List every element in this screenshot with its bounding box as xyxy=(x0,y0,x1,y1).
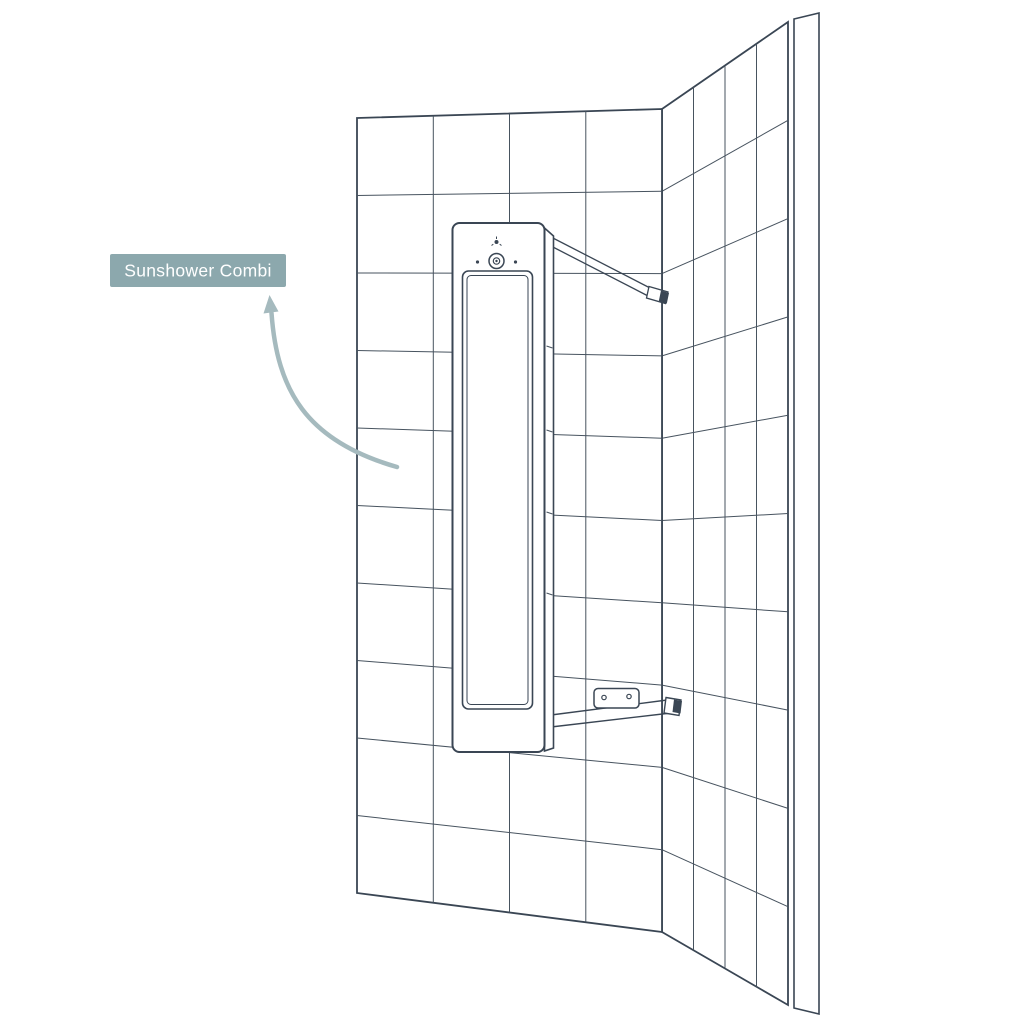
panel-glass-inner xyxy=(466,275,529,705)
top-mounting-bracket xyxy=(548,235,669,305)
tile-grout-line xyxy=(661,513,789,521)
callout: Sunshower Combi xyxy=(110,254,400,470)
dial-inner-ring xyxy=(492,257,501,265)
side-vent-mark xyxy=(546,511,553,515)
tile-grout-line xyxy=(661,414,789,439)
sunshower-logo-icon xyxy=(491,236,502,246)
dial-center-dot xyxy=(495,259,498,263)
wall-edge-slab-face xyxy=(793,11,820,1016)
indicator-dot-left xyxy=(475,260,480,264)
tile-grout-line xyxy=(661,684,789,711)
bottom-mounting-bracket xyxy=(550,687,682,728)
bracket-arm xyxy=(550,712,672,728)
bracket-screw-hole xyxy=(626,693,632,700)
tile-grout-line xyxy=(356,190,663,196)
tile-grout-line xyxy=(661,766,789,809)
side-vent-mark xyxy=(546,345,553,349)
bracket-wall-anchor xyxy=(658,290,669,304)
panel-side-face xyxy=(543,226,555,753)
tile-grout-line xyxy=(661,602,789,613)
bracket-slider-block xyxy=(593,687,640,709)
right-wall xyxy=(661,20,789,1007)
tile-grout-line xyxy=(661,218,789,275)
tile-grout-line xyxy=(661,316,789,357)
label-box xyxy=(110,254,286,287)
logo-ray xyxy=(491,243,494,246)
wall-edge-slab xyxy=(793,11,820,1016)
tile-grout-line xyxy=(661,119,789,192)
side-vent-mark xyxy=(546,429,553,433)
logo-dot xyxy=(494,240,499,244)
panel-frame xyxy=(451,222,546,753)
callout-label: Sunshower Combi xyxy=(124,261,271,281)
bracket-rod xyxy=(548,235,653,290)
bracket-rod xyxy=(548,244,651,298)
callout-arrow-head-icon xyxy=(263,295,279,314)
bracket-screw-hole xyxy=(601,694,607,701)
side-vent-mark xyxy=(546,592,553,596)
callout-arrow-curve xyxy=(269,310,400,470)
tile-grout-line xyxy=(356,815,663,851)
panel-glass-outer xyxy=(461,270,534,710)
control-dial xyxy=(475,252,518,270)
indicator-dot-right xyxy=(513,260,518,264)
bracket-wall-anchor xyxy=(672,699,682,714)
sunshower-panel xyxy=(451,222,555,753)
dial-outer-ring xyxy=(488,252,505,270)
logo-ray xyxy=(499,243,502,246)
tile-grout-line xyxy=(661,849,789,908)
